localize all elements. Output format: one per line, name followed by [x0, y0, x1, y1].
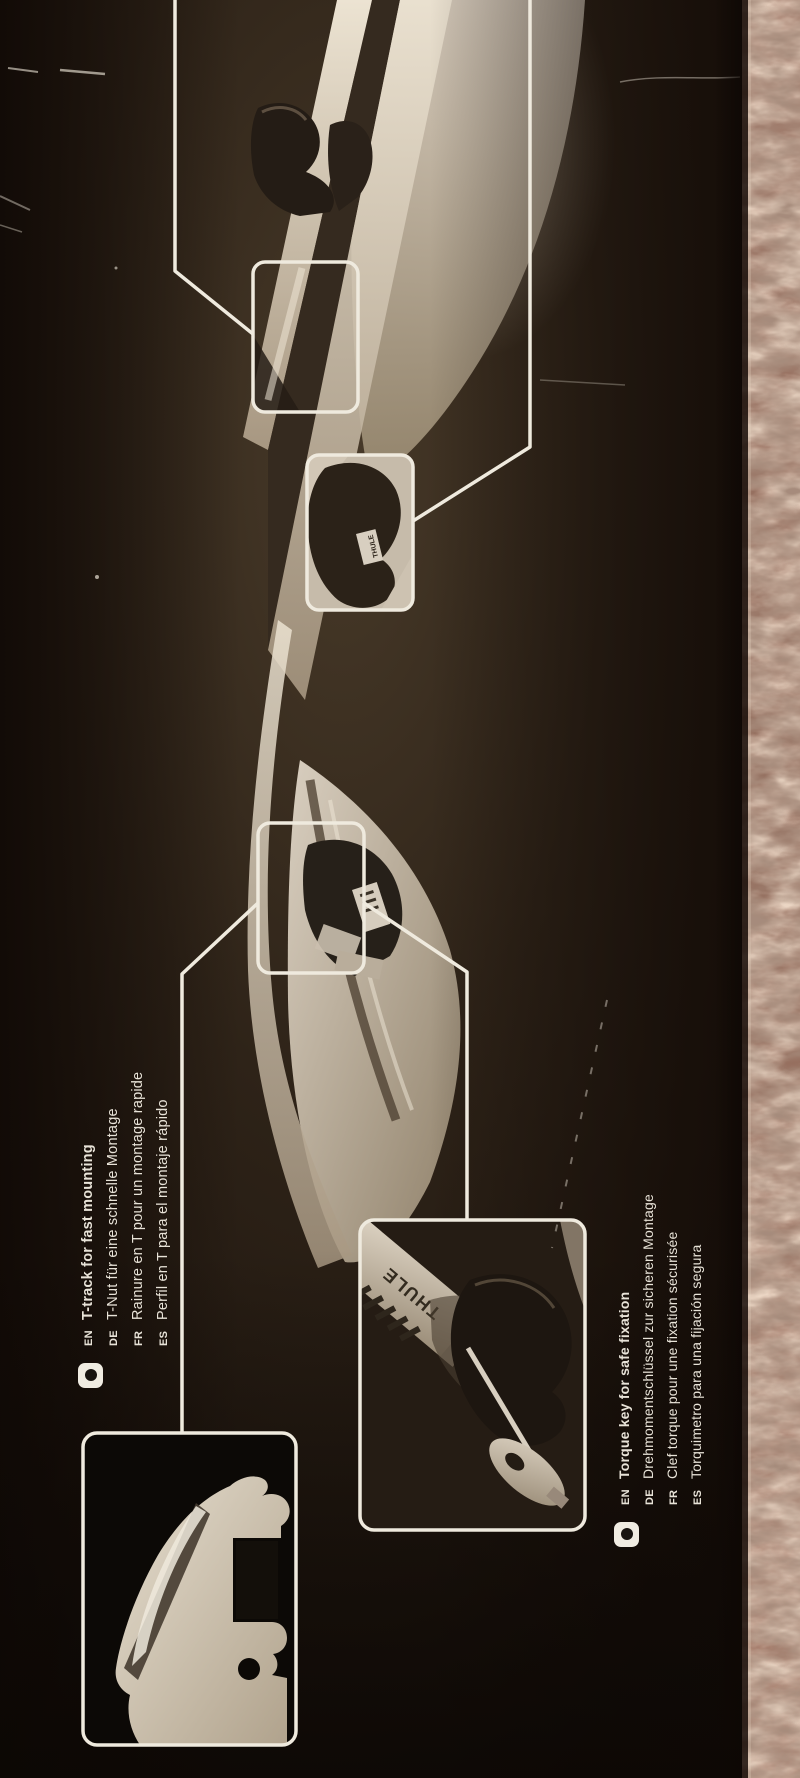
callout-text-t-track: EN T-track for fast mounting DE T-Nut fü…: [76, 940, 176, 1410]
detail-box-torque: [358, 1218, 587, 1532]
mounting-foot-right: [328, 121, 373, 211]
callout-outlines: [81, 0, 587, 1747]
leader-line-profile: [180, 901, 260, 1433]
bullet-icon: [614, 1522, 639, 1547]
lang-text: Drehmomentschlüssel zur sicheren Montage: [640, 1193, 656, 1479]
lang-row-en: EN T-track for fast mounting: [76, 940, 101, 1410]
lang-row-de: DE T-Nut für eine schnelle Montage: [101, 940, 126, 1410]
lang-text: T-track for fast mounting: [80, 1144, 96, 1320]
lang-code: DE: [108, 1330, 120, 1346]
detail-box-profile: [81, 1431, 298, 1747]
lang-text: Perfil en T para el montaje rápido: [155, 1099, 171, 1320]
clamp-highlight: [474, 1278, 556, 1309]
lang-row-fr: FR Clef torque pour une fixation sécuris…: [660, 1155, 684, 1555]
lang-text: Clef torque pour une fixation sécurisée: [664, 1231, 680, 1480]
callout-window-clamp-detail: THULE: [307, 455, 413, 610]
callout-box-bar: [251, 260, 360, 414]
background-sliver: [560, 1220, 585, 1310]
lang-code: EN: [83, 1330, 95, 1346]
profile-t-channel: [236, 1541, 278, 1619]
profile-wing-highlight: [132, 1506, 206, 1666]
bullet-dot-icon: [620, 1528, 633, 1541]
lang-row-de: DE Drehmomentschlüssel zur sicheren Mont…: [636, 1155, 660, 1555]
lang-row-en: EN Torque key for safe fixation: [612, 1155, 636, 1555]
lang-code: DE: [644, 1489, 656, 1505]
torque-key-shaft: [465, 1346, 533, 1454]
bullet-icon: [78, 1363, 103, 1388]
lang-row-es: ES Perfil en T para el montaje rápido: [151, 940, 176, 1410]
foot-clamp-cutaway: [450, 1274, 572, 1446]
callout-box-foot: [256, 821, 366, 975]
leader-line-clamp: [412, 0, 532, 523]
torque-key-box: THULE: [360, 1220, 585, 1530]
t-track-profile-box: [83, 1433, 296, 1745]
torque-key-handle: [489, 1438, 570, 1509]
crossbar-front: [243, 0, 372, 450]
callout-window-bar-detail: [253, 267, 306, 412]
bullet-dot-icon: [84, 1369, 97, 1382]
callout-text-torque-key: EN Torque key for safe fixation DE Drehm…: [612, 1155, 708, 1555]
lang-code: FR: [133, 1330, 145, 1346]
lang-text: Rainure en T pour un montage rapide: [130, 1071, 146, 1320]
lang-code: FR: [668, 1489, 680, 1505]
leader-line-top: [173, 0, 255, 336]
lang-text: Torque key for safe fixation: [616, 1291, 632, 1479]
lang-code: ES: [692, 1489, 704, 1505]
lang-row-fr: FR Rainure en T pour un montage rapide: [126, 940, 151, 1410]
profile-bolt-hole: [238, 1658, 260, 1680]
lang-code: ES: [158, 1330, 170, 1346]
lang-text: T-Nut für eine schnelle Montage: [105, 1108, 121, 1320]
box-edge-shadow: [715, 0, 747, 1778]
leader-line-torque: [363, 901, 469, 1219]
lang-row-es: ES Torquimetro para una fijación segura: [684, 1155, 708, 1555]
mounting-foot-left: [250, 102, 334, 216]
callout-box-clamp: [305, 453, 415, 612]
lang-text: Torquimetro para una fijación segura: [688, 1244, 704, 1479]
carpet-strip: [742, 0, 800, 1778]
roof-rail-sweep: [247, 620, 352, 1268]
lang-code: EN: [620, 1489, 632, 1505]
foot-highlight: [261, 106, 308, 121]
